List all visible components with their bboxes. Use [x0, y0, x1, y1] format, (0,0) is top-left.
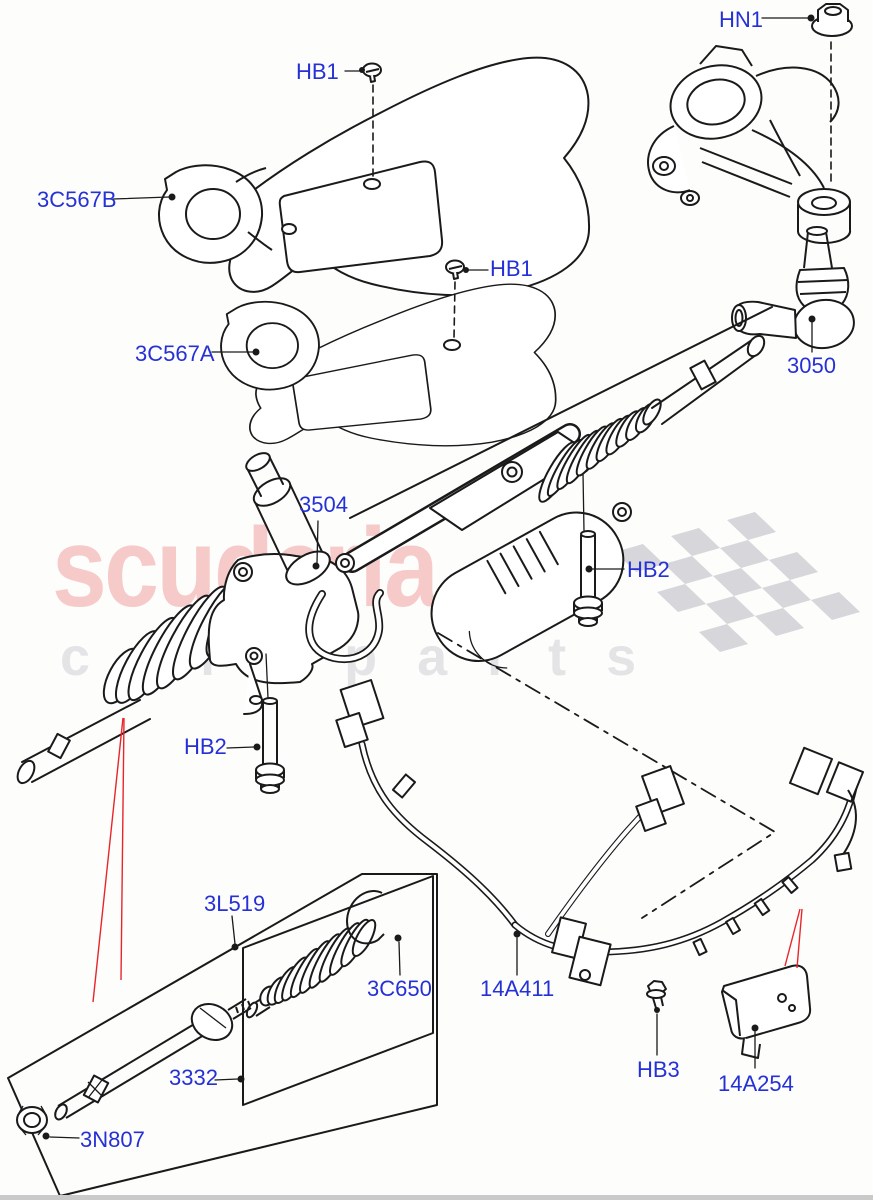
part-label-3050[interactable]: 3050	[787, 353, 836, 378]
inner-tie-rod-drawing	[16, 998, 252, 1136]
part-label-hb1-mid[interactable]: HB1	[490, 256, 533, 281]
part-label-14a254[interactable]: 14A254	[718, 1071, 794, 1096]
bracket-drawing	[721, 964, 812, 1059]
tie-rod-end-drawing	[731, 226, 855, 350]
hb2-bolt-left-drawing	[255, 697, 285, 794]
hb1-screw-top-drawing	[362, 62, 382, 83]
steering-gear-drawing	[16, 306, 773, 785]
page-bottom-divider	[0, 1195, 873, 1200]
part-label-3c650[interactable]: 3C650	[367, 976, 432, 1001]
part-label-3l519[interactable]: 3L519	[204, 891, 266, 916]
hb3-bolt-drawing	[646, 980, 667, 1009]
part-label-hn1[interactable]: HN1	[719, 7, 764, 32]
red-callout-lines-right	[784, 908, 803, 969]
part-label-3332[interactable]: 3332	[169, 1065, 218, 1090]
knuckle-drawing	[647, 45, 852, 245]
part-label-3c567b[interactable]: 3C567B	[37, 187, 117, 212]
part-label-3n807[interactable]: 3N807	[80, 1127, 145, 1152]
part-label-hb2-right[interactable]: HB2	[627, 557, 670, 582]
hn1-nut-drawing	[811, 3, 853, 37]
alignment-dash-line	[437, 632, 776, 919]
red-callout-lines-left	[92, 717, 125, 1003]
part-label-hb1-top[interactable]: HB1	[296, 59, 339, 84]
part-label-14a411[interactable]: 14A411	[480, 976, 555, 1001]
part-label-3504[interactable]: 3504	[299, 492, 348, 517]
boot-kit-drawing	[245, 890, 385, 1019]
inset-box	[7, 873, 438, 1197]
part-label-3c567a[interactable]: 3C567A	[135, 341, 215, 366]
part-label-hb3[interactable]: HB3	[637, 1057, 680, 1082]
wiring-harness-drawing	[335, 679, 865, 987]
part-label-hb2-left[interactable]: HB2	[184, 734, 227, 759]
leader-lines	[42, 14, 832, 1140]
heat-shield-lower-drawing	[220, 283, 557, 447]
